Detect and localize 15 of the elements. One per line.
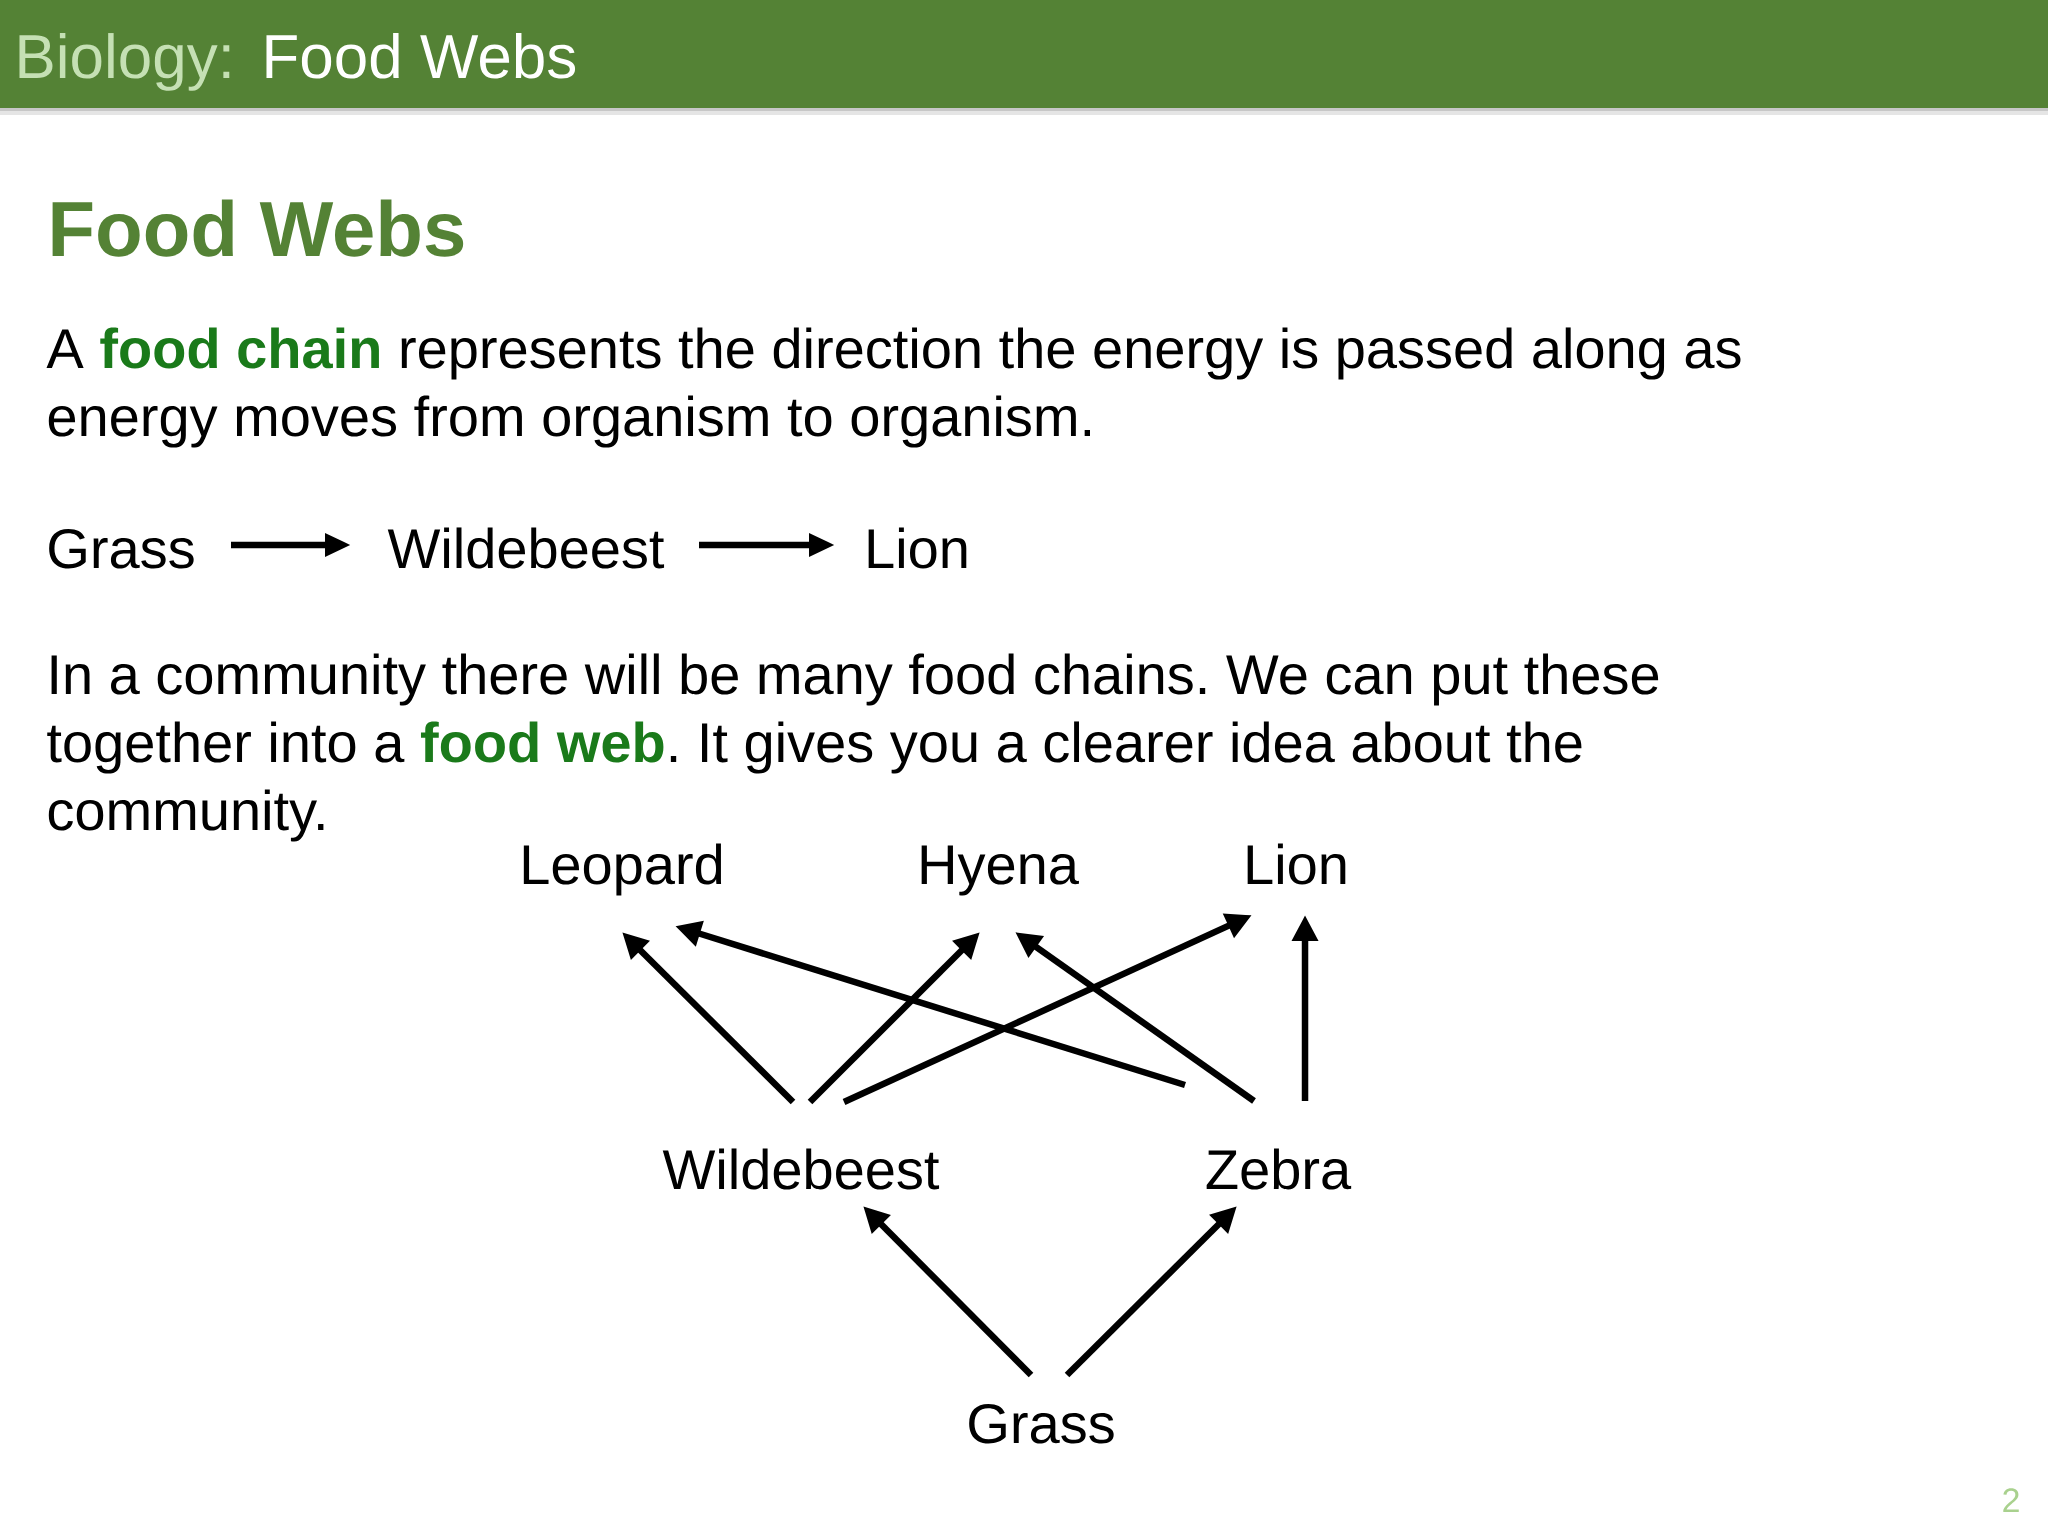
header-text: Food Webs: [266, 33, 576, 79]
paragraph: A food chain represents the direction the energy is passed along as energy moves from organism to organism.: [46, 327, 1741, 448]
organism-label: Leopard: [523, 843, 722, 896]
organism-label: Grass: [969, 1403, 1114, 1444]
organism-label: Hyena: [921, 845, 1079, 896]
paragraph: In a community there will be many food chains. We can put these together into a food web. It gives you a clearer idea about the community.: [47, 653, 1659, 842]
organism-label: Wildebeest: [662, 1148, 940, 1190]
page-number: 2: [2003, 1488, 2019, 1512]
header-text: Biology:: [19, 33, 230, 91]
slide-title: Food Webs: [52, 199, 464, 257]
organism-label: Grass: [49, 528, 194, 569]
organism-label: Wildebeest: [387, 527, 665, 569]
organism-label: Lion: [1247, 843, 1346, 885]
organism-label: Zebra: [1206, 1148, 1352, 1190]
organism-label: Lion: [868, 527, 967, 569]
